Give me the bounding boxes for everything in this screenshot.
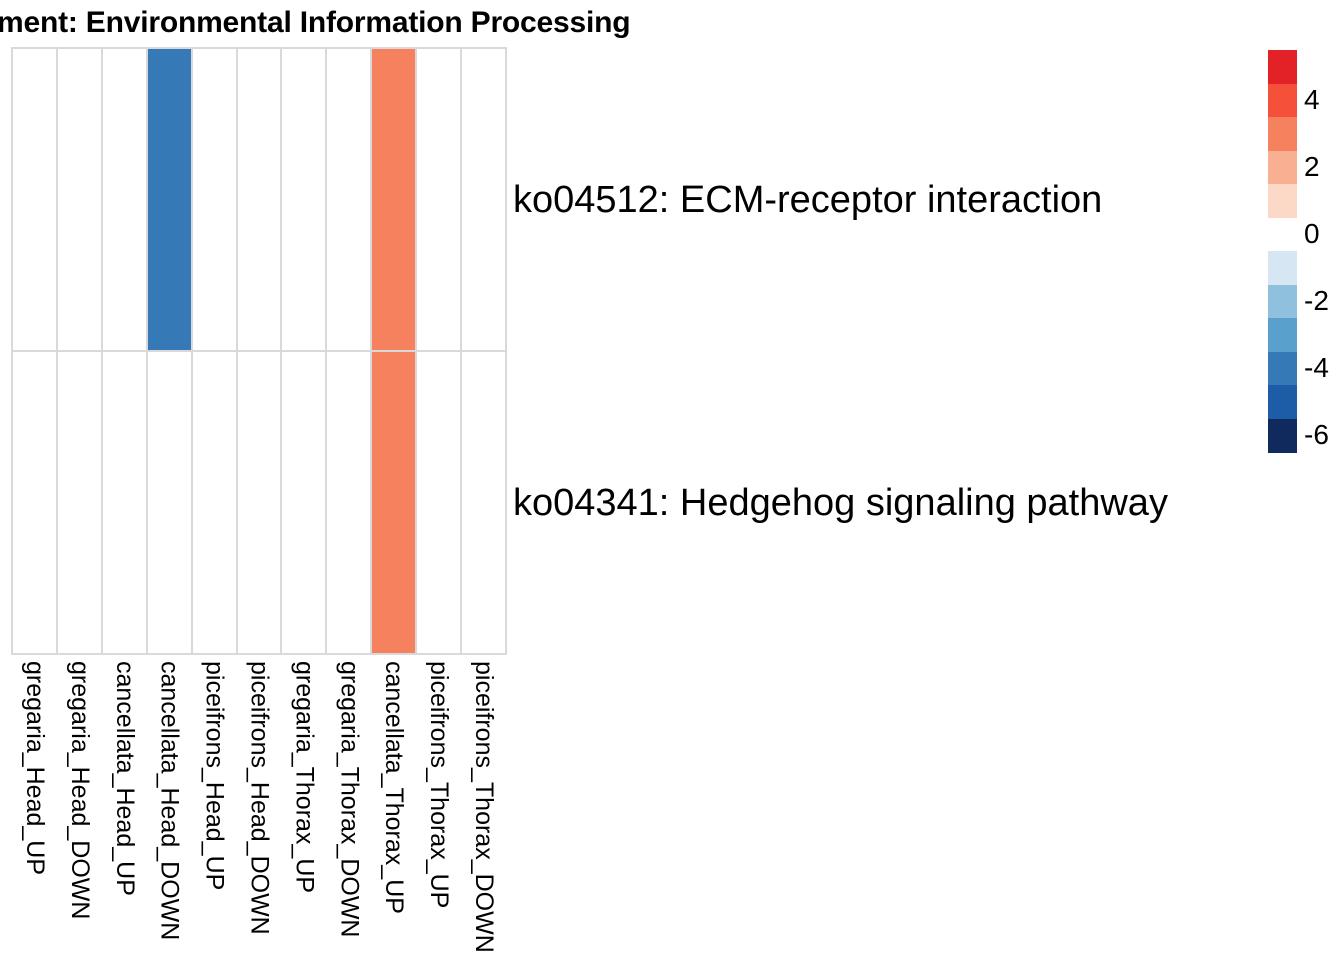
heatmap-cell [237,49,281,350]
column-label: piceifrons_Thorax_DOWN [470,661,499,953]
heatmap-cell [327,352,371,653]
heatmap-cell [327,49,371,350]
legend-color-segment [1268,251,1297,285]
legend-color-segment [1268,351,1297,386]
heatmap-cell [417,352,461,653]
legend-color-segment [1268,217,1297,252]
heatmap-cell [282,49,326,350]
legend-color-segment [1268,150,1297,185]
heatmap-cell [237,352,281,653]
legend-tick-label: -6 [1304,419,1329,451]
color-scale-legend [1268,50,1297,453]
heatmap-cell [282,352,326,653]
column-label: gregaria_Thorax_DOWN [335,661,364,938]
legend-color-segment [1268,284,1297,319]
column-label: gregaria_Head_DOWN [65,661,94,920]
heatmap-cell [192,352,236,653]
heatmap-cell [147,49,191,350]
heatmap-cell [13,352,56,653]
legend-tick-label: 0 [1304,218,1320,250]
column-label: piceifrons_Head_DOWN [245,661,274,935]
row-label: ko04512: ECM-receptor interaction [513,178,1103,221]
column-label: gregaria_Thorax_UP [290,661,319,894]
heatmap-cell [417,49,461,350]
legend-color-segment [1268,50,1297,84]
heatmap-cell [57,352,101,653]
chart-title: ment: Environmental Information Processi… [0,6,631,39]
legend-tick-label: -2 [1304,285,1329,317]
heatmap-cell [372,352,416,653]
column-label: piceifrons_Head_UP [200,661,229,891]
legend-color-segment [1268,184,1297,218]
legend-color-segment [1268,83,1297,118]
heatmap-cell [102,352,146,653]
column-label: cancellata_Head_DOWN [155,661,184,941]
heatmap-cell [462,352,505,653]
column-label: gregaria_Head_UP [20,661,49,876]
heatmap-cell [147,352,191,653]
column-label: cancellata_Head_UP [110,661,139,896]
heatmap-grid [11,47,507,655]
heatmap-cell [372,49,416,350]
heatmap-cell [192,49,236,350]
heatmap-cell [102,49,146,350]
row-label: ko04341: Hedgehog signaling pathway [513,481,1168,524]
legend-color-segment [1268,318,1297,352]
column-label: piceifrons_Thorax_UP [425,661,454,909]
column-label: cancellata_Thorax_UP [380,661,409,914]
legend-tick-label: -4 [1304,352,1329,384]
legend-color-segment [1268,117,1297,151]
heatmap-cell [57,49,101,350]
legend-tick-label: 2 [1304,151,1320,183]
legend-color-segment [1268,418,1297,453]
legend-color-segment [1268,385,1297,419]
heatmap-cell [462,49,505,350]
heatmap-cell [13,49,56,350]
legend-tick-label: 4 [1304,84,1320,116]
